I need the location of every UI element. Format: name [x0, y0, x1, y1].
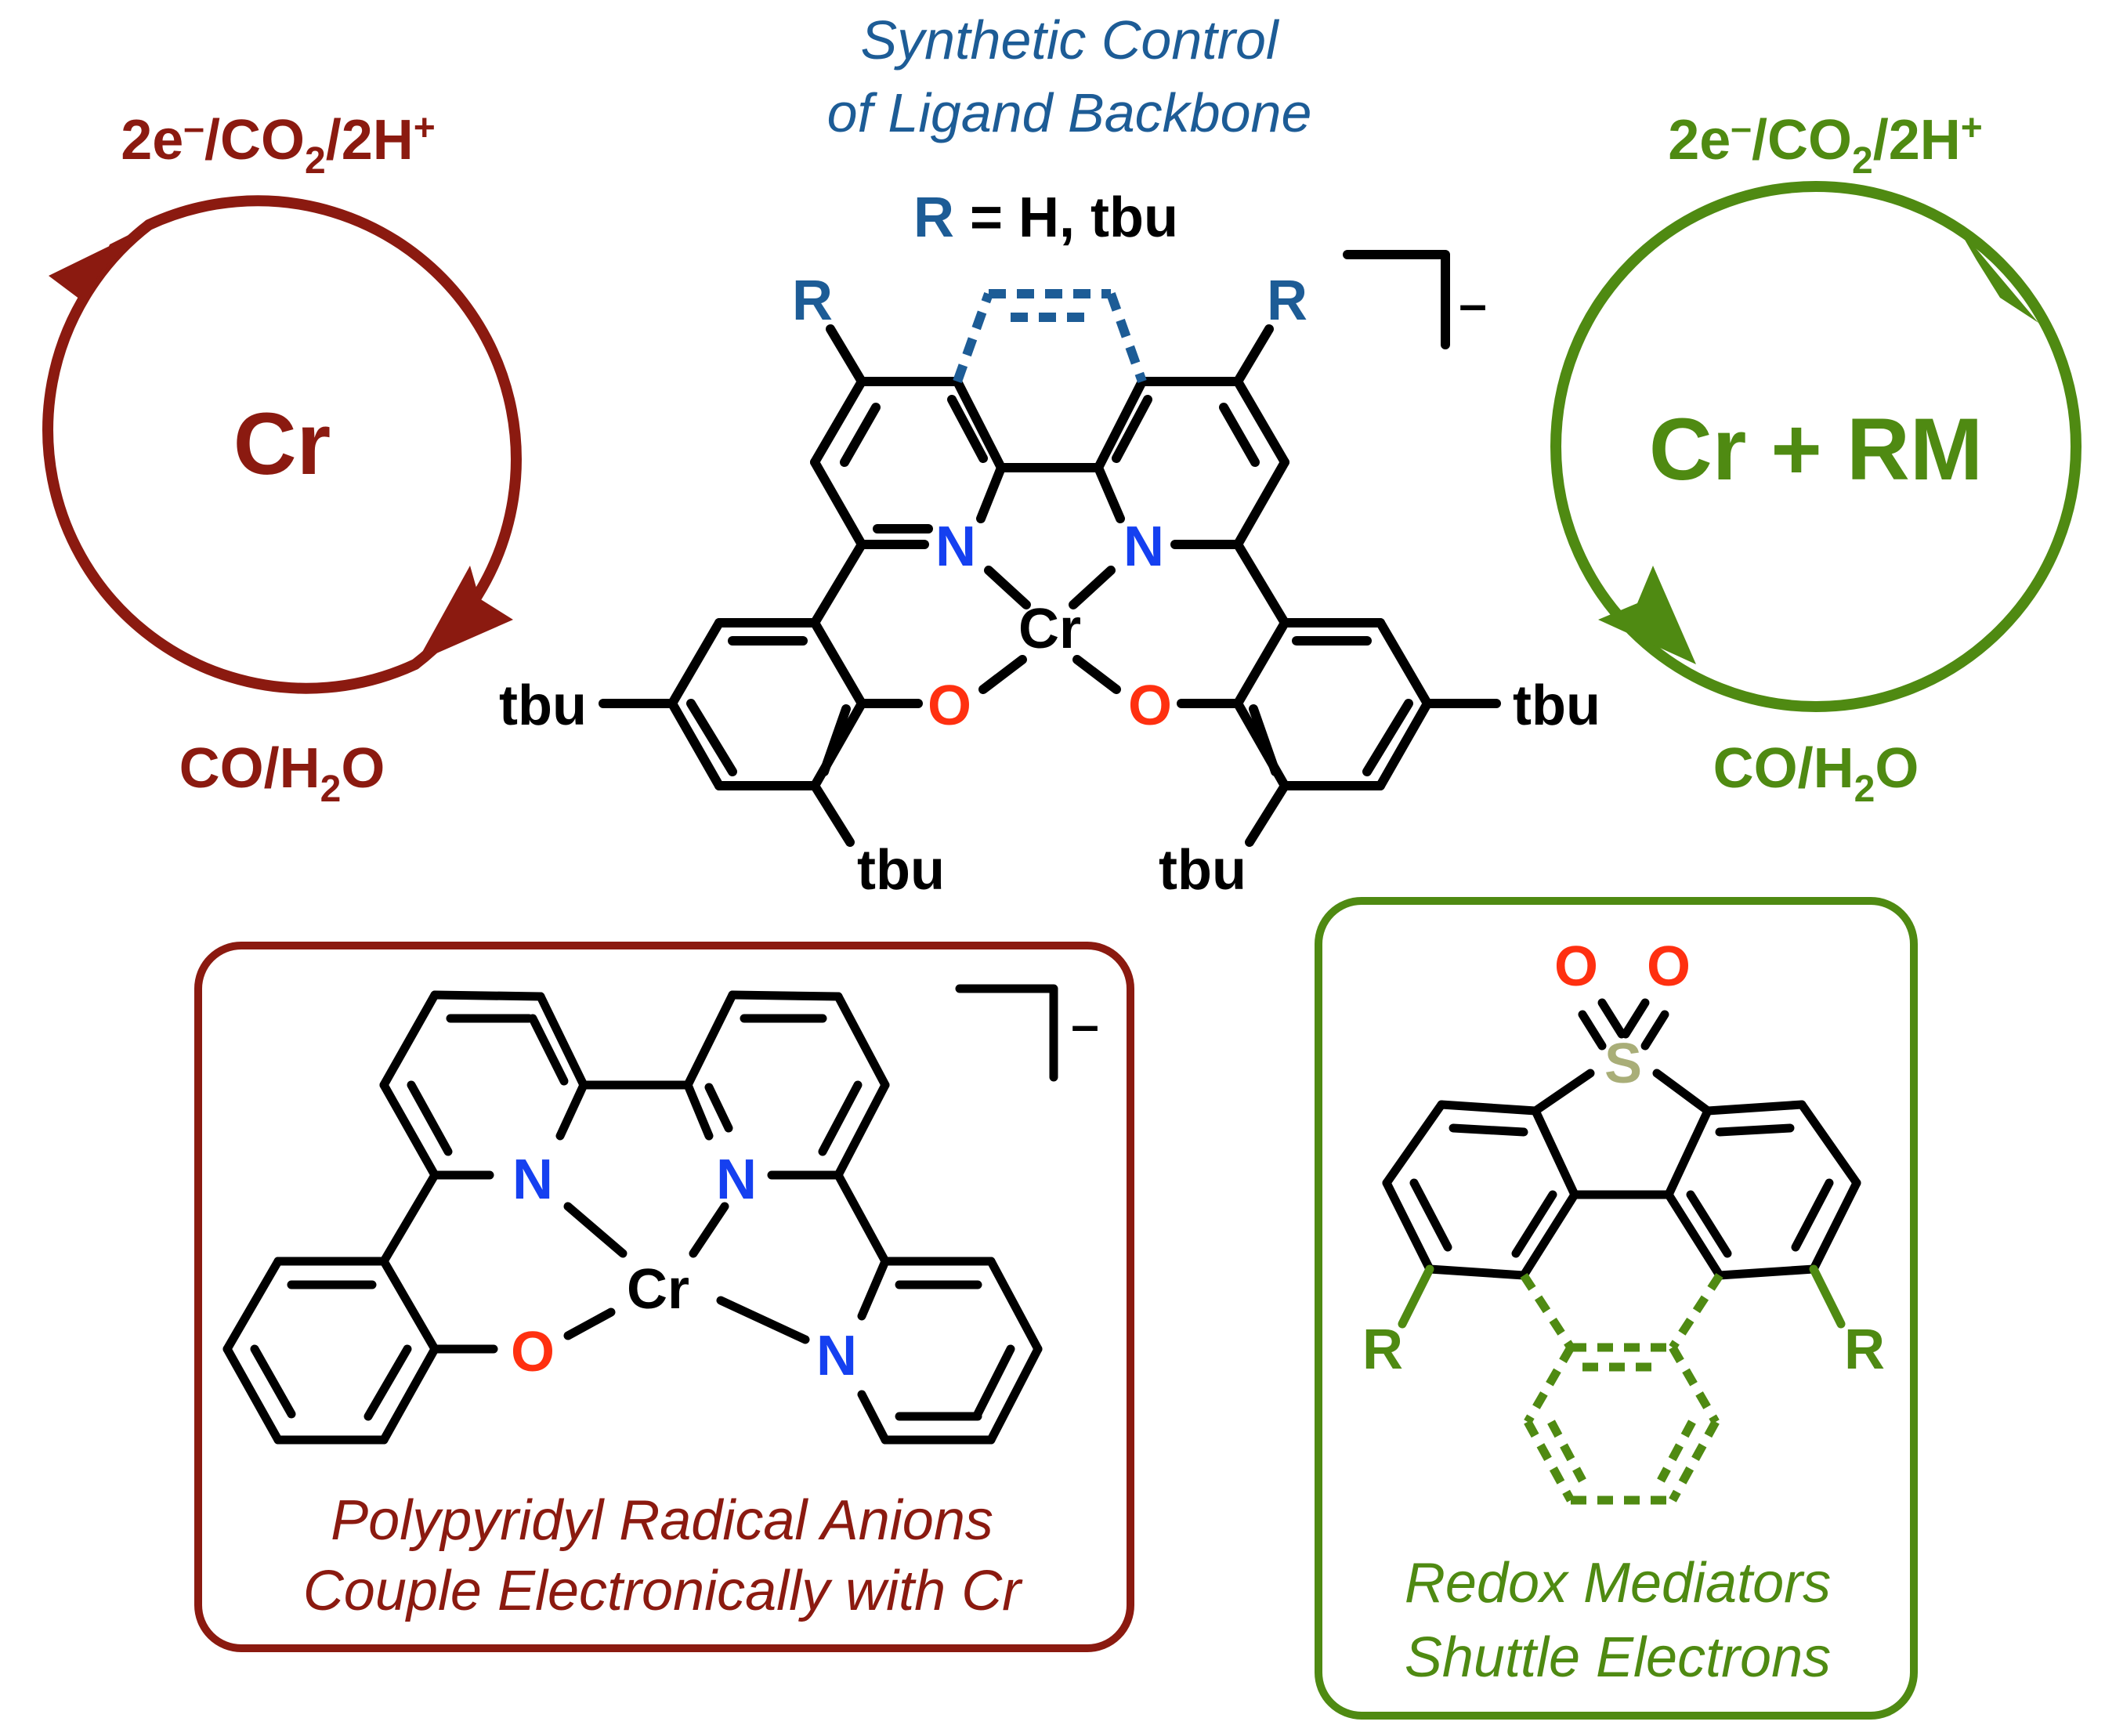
right-cycle-ring	[1550, 181, 2081, 712]
main-o-left: O	[928, 675, 971, 737]
header-line-1: Synthetic Control	[860, 9, 1279, 71]
left-cycle-arrowhead-top	[49, 229, 145, 304]
main-tbu-right: tbu	[1513, 675, 1600, 737]
right-box-r-left: R	[1362, 1318, 1403, 1381]
left-catalytic-cycle: 2e–/CO2/2H+ Cr CO/H2O	[42, 107, 522, 810]
right-box-caption-line-1: Redox Mediators	[1405, 1552, 1831, 1615]
header-line-2: of Ligand Backbone	[827, 82, 1312, 143]
left-box-caption-line-2: Couple Electronically with Cr	[303, 1560, 1023, 1622]
left-box-n-right: N	[816, 1325, 857, 1387]
right-cycle-center-label: Cr + RM	[1649, 400, 1983, 498]
main-r-right: R	[1267, 269, 1307, 332]
right-box-o-left: O	[1554, 935, 1598, 998]
right-cycle-top-label: 2e–/CO2/2H+	[1668, 107, 1983, 182]
left-box-o: O	[511, 1321, 555, 1383]
left-cycle-center-label: Cr	[233, 395, 331, 493]
left-box-n-middle: N	[716, 1148, 757, 1211]
right-box-caption-line-2: Shuttle Electrons	[1405, 1626, 1831, 1689]
main-n-left: N	[935, 515, 976, 578]
main-tbu-bottom-right: tbu	[1159, 839, 1246, 902]
left-cycle-arc-right	[143, 195, 522, 670]
left-box-charge: –	[1071, 996, 1099, 1053]
r-definition: R = H, tbu	[913, 186, 1178, 249]
left-cycle-arc-left	[42, 219, 421, 694]
left-box-cr: Cr	[627, 1258, 689, 1321]
left-cycle-arrowhead-bottom	[417, 566, 513, 662]
main-r-left: R	[792, 269, 833, 332]
right-cycle-bottom-label: CO/H2O	[1713, 737, 1919, 810]
main-cr: Cr	[1018, 598, 1081, 660]
main-complex: R R N N Cr O O tbu tbu tbu tbu –	[499, 250, 1600, 902]
main-n-right: N	[1123, 515, 1164, 578]
right-box-r-right: R	[1844, 1318, 1885, 1381]
main-o-right: O	[1128, 675, 1172, 737]
left-cycle-arrowhead-top	[81, 225, 149, 315]
r-definition-r: R	[913, 186, 954, 249]
right-catalytic-cycle: 2e–/CO2/2H+ Cr + RM CO/H2O	[1550, 107, 2081, 810]
left-cycle-bottom-label: CO/H2O	[179, 737, 385, 810]
left-box: N N N Cr O – Polypyridyl Radical Anions …	[194, 942, 1134, 1652]
right-box-s: S	[1604, 1033, 1642, 1095]
left-box-frame	[194, 942, 1134, 1652]
main-charge: –	[1459, 276, 1487, 332]
right-cycle-arrowhead-bottom	[1598, 566, 1696, 664]
main-tbu-bottom-left: tbu	[857, 839, 945, 902]
right-box: O O S R R Redox Mediators Shuttle Electr…	[1315, 897, 1918, 1720]
right-cycle-arrowhead-top	[1956, 225, 2038, 323]
right-box-frame	[1315, 897, 1918, 1720]
left-box-caption-line-1: Polypyridyl Radical Anions	[331, 1489, 993, 1552]
header: Synthetic Control of Ligand Backbone R =…	[827, 9, 1312, 249]
main-tbu-left: tbu	[499, 675, 587, 737]
right-box-o-right: O	[1647, 935, 1691, 998]
r-definition-rest: = H, tbu	[954, 186, 1178, 249]
left-cycle-top-label: 2e–/CO2/2H+	[121, 107, 436, 182]
left-box-n-left: N	[512, 1148, 553, 1211]
